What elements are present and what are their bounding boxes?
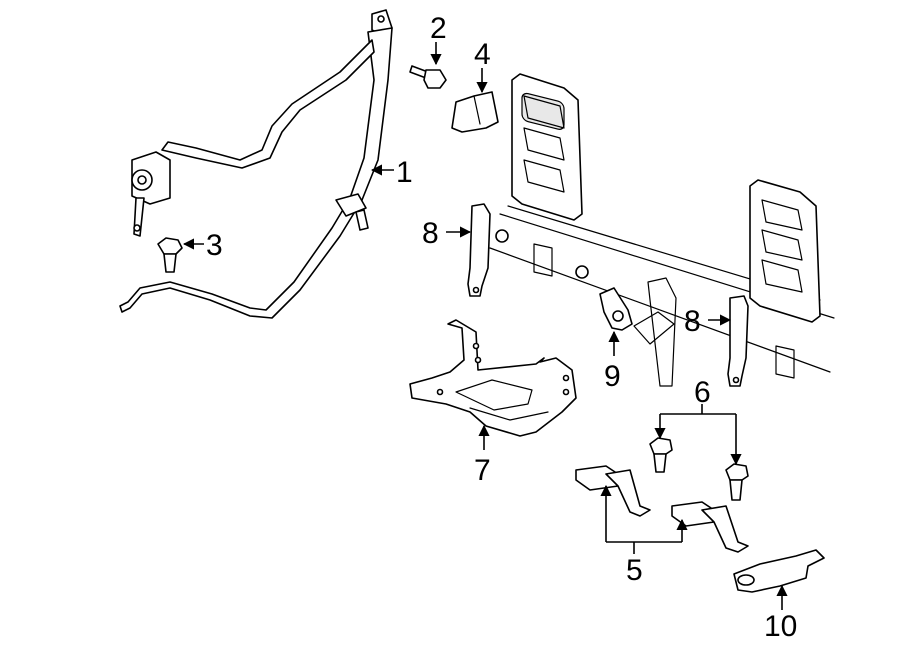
part-1-seat-belt-assembly[interactable] <box>119 9 393 319</box>
callout-8-left: 8 <box>422 217 439 250</box>
callout-10: 10 <box>764 610 797 643</box>
part-4-cover[interactable] <box>451 91 499 133</box>
callout-1: 1 <box>396 156 413 189</box>
leader-lines <box>182 42 788 610</box>
callout-4: 4 <box>474 38 491 71</box>
callout-5: 5 <box>626 554 643 587</box>
part-6-bolts[interactable] <box>649 437 749 501</box>
callout-7: 7 <box>474 454 491 487</box>
callout-8-right: 8 <box>684 305 701 338</box>
part-9-clip[interactable] <box>599 287 633 331</box>
callout-3: 3 <box>206 229 223 262</box>
part-8-anchor-strap-right[interactable] <box>727 295 749 387</box>
callout-6: 6 <box>694 376 711 409</box>
part-10-buckle-end[interactable] <box>733 549 825 593</box>
part-3-bolt[interactable] <box>157 237 183 273</box>
seat-back-panel <box>489 73 835 387</box>
part-7-bracket[interactable] <box>409 319 577 437</box>
part-5-buckles[interactable] <box>575 465 749 553</box>
part-8-anchor-strap-left[interactable] <box>467 203 491 297</box>
part-2-bolt[interactable] <box>409 65 447 89</box>
callout-9: 9 <box>604 360 621 393</box>
callout-2: 2 <box>430 12 447 45</box>
